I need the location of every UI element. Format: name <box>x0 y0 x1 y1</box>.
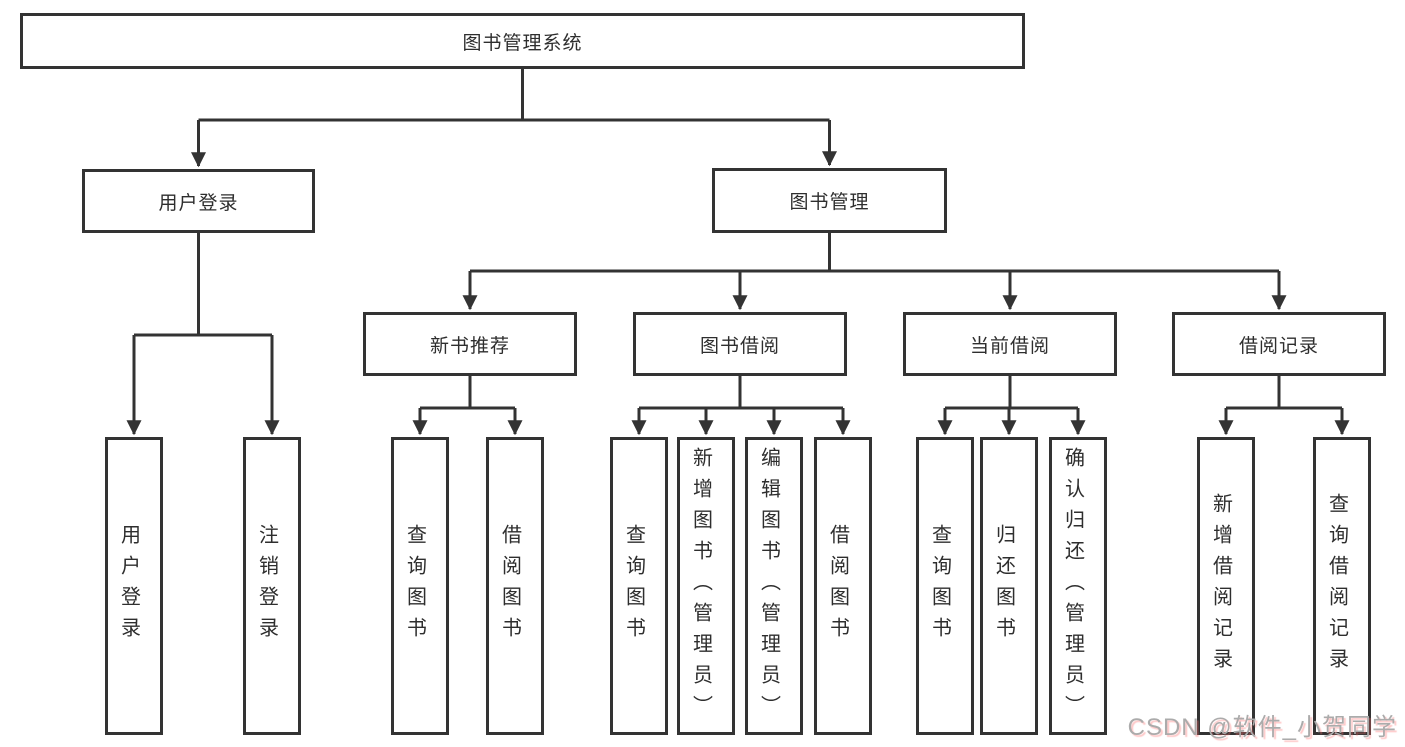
leaf-label: 新增借阅记录 <box>1209 493 1232 679</box>
node-label: 图书管理 <box>789 192 870 213</box>
leaf-label: 确认归还（管理员） <box>1061 446 1084 726</box>
leaf-return-books: 归还图书 <box>980 437 1038 735</box>
node-user-login: 用户登录 <box>82 169 315 233</box>
leaf-label: 用户登录 <box>117 524 140 648</box>
leaf-label: 新增图书（管理员） <box>689 446 712 726</box>
node-library-management-system: 图书管理系统 <box>20 13 1025 69</box>
leaf-query-books: 查询图书 <box>916 437 974 735</box>
leaf-user-login: 用户登录 <box>105 437 163 735</box>
node-label: 图书借阅 <box>699 335 780 357</box>
leaf-label: 借阅图书 <box>498 524 521 648</box>
leaf-edit-book-admin: 编辑图书（管理员） <box>745 437 803 735</box>
connector-group <box>126 69 1350 436</box>
leaf-add-book-admin: 新增图书（管理员） <box>677 437 735 735</box>
node-book-borrowing: 图书借阅 <box>633 312 847 376</box>
leaf-label: 注销登录 <box>255 524 278 648</box>
leaf-query-books: 查询图书 <box>391 437 449 735</box>
leaf-query-books: 查询图书 <box>610 437 668 735</box>
node-book-management: 图书管理 <box>712 168 947 233</box>
leaf-query-borrow-record: 查询借阅记录 <box>1313 437 1371 735</box>
node-label: 借阅记录 <box>1238 335 1319 357</box>
node-label: 当前借阅 <box>969 335 1050 357</box>
node-new-book-recommend: 新书推荐 <box>363 312 577 376</box>
leaf-label: 查询图书 <box>928 524 951 648</box>
node-label: 新书推荐 <box>429 335 510 357</box>
leaf-logout: 注销登录 <box>243 437 301 735</box>
leaf-label: 编辑图书（管理员） <box>757 446 780 726</box>
leaf-label: 查询图书 <box>622 524 645 648</box>
leaf-borrow-books: 借阅图书 <box>814 437 872 735</box>
csdn-watermark: CSDN @软件_小贺同学 <box>1127 714 1397 741</box>
node-borrow-records: 借阅记录 <box>1172 312 1386 376</box>
node-label: 图书管理系统 <box>462 32 583 54</box>
node-label: 用户登录 <box>158 192 239 214</box>
leaf-add-borrow-record: 新增借阅记录 <box>1197 437 1255 735</box>
leaf-label: 借阅图书 <box>826 524 849 648</box>
leaf-label: 查询借阅记录 <box>1325 493 1348 679</box>
leaf-confirm-return-admin: 确认归还（管理员） <box>1049 437 1107 735</box>
leaf-borrow-books: 借阅图书 <box>486 437 544 735</box>
node-current-borrowing: 当前借阅 <box>903 312 1117 376</box>
leaf-label: 查询图书 <box>403 524 426 648</box>
leaf-label: 归还图书 <box>992 524 1015 648</box>
